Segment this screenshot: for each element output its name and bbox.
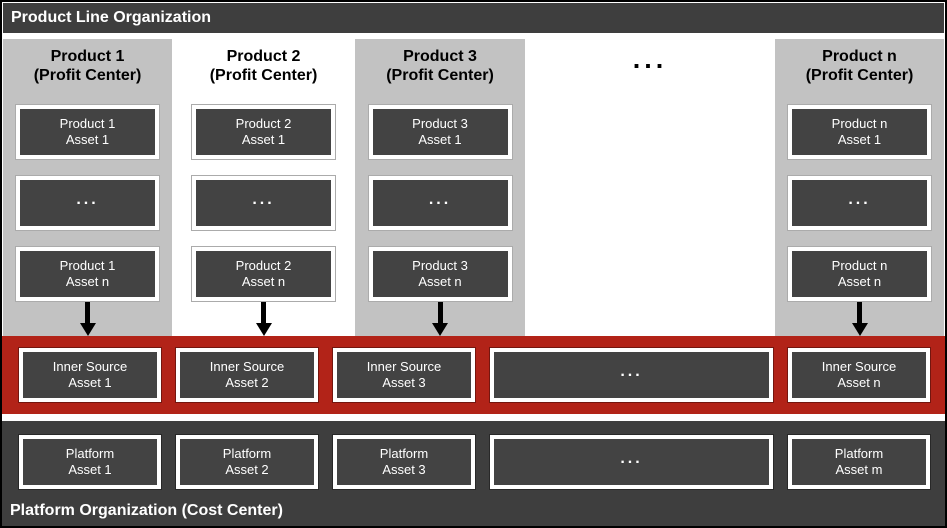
platform-box-line1: Platform	[379, 446, 429, 461]
arrow-head	[432, 323, 448, 336]
arrow-stem	[261, 302, 266, 323]
ellipsis-text: ...	[620, 363, 643, 380]
down-arrow-icon	[79, 302, 96, 336]
asset-box-line2: Asset n	[837, 274, 882, 289]
asset-box: Product 1 Asset n	[15, 246, 160, 302]
asset-box: Product n Asset n	[787, 246, 932, 302]
ellipsis-text: ...	[848, 191, 871, 208]
inner-source-box-line2: Asset 3	[382, 375, 426, 390]
ellipsis-text: ...	[252, 191, 275, 208]
column-title: Product 1 (Profit Center)	[3, 47, 172, 85]
asset-box: Product 2 Asset n	[191, 246, 336, 302]
product-column-2: Product 2 (Profit Center) Product 2 Asse…	[179, 39, 348, 336]
platform-band: Platform Asset 1 Platform Asset 2 Platfo…	[2, 421, 945, 526]
header-bar: Product Line Organization	[3, 3, 944, 33]
asset-box-line2: Asset 1	[837, 132, 882, 147]
inner-source-box: Inner Source Asset 3	[332, 347, 476, 403]
asset-box-line1: Product 2	[235, 116, 292, 131]
platform-box-line2: Asset 3	[382, 462, 426, 477]
inner-source-box-line1: Inner Source	[366, 359, 442, 374]
arrow-stem	[857, 302, 862, 323]
platform-box-line1: Platform	[834, 446, 884, 461]
column-title-line2: (Profit Center)	[33, 67, 142, 84]
down-arrow-icon	[432, 302, 448, 336]
asset-box: Product 3 Asset 1	[367, 104, 513, 160]
inner-source-box-line1: Inner Source	[52, 359, 128, 374]
platform-box: Platform Asset 1	[18, 434, 162, 490]
inner-source-ellipsis-box: ...	[489, 347, 774, 403]
product-column-1: Product 1 (Profit Center) Product 1 Asse…	[3, 39, 172, 336]
product-column-3: Product 3 (Profit Center) Product 3 Asse…	[355, 39, 525, 336]
arrow-stem	[85, 302, 90, 323]
asset-ellipsis-box: ...	[787, 175, 932, 231]
product-columns: Product 1 (Profit Center) Product 1 Asse…	[3, 39, 944, 336]
column-title-line2: (Profit Center)	[805, 67, 914, 84]
ellipsis-text: ...	[620, 450, 643, 467]
asset-ellipsis-box: ...	[191, 175, 336, 231]
asset-box-line1: Product n	[831, 116, 888, 131]
platform-label: Platform Organization (Cost Center)	[10, 502, 283, 519]
column-title: Product 2 (Profit Center)	[179, 47, 348, 85]
inner-source-box: Inner Source Asset 1	[18, 347, 162, 403]
asset-box-line2: Asset 1	[241, 132, 286, 147]
asset-box: Product 1 Asset 1	[15, 104, 160, 160]
header-title: Product Line Organization	[11, 9, 212, 26]
column-title-line1: Product 2	[226, 48, 301, 65]
platform-box-line2: Asset 2	[225, 462, 269, 477]
column-title-line2: (Profit Center)	[386, 67, 494, 84]
asset-ellipsis-box: ...	[367, 175, 513, 231]
inner-source-box-line2: Asset 1	[68, 375, 112, 390]
down-arrow-icon	[255, 302, 272, 336]
asset-box-line1: Product 1	[59, 258, 116, 273]
platform-box-line1: Platform	[65, 446, 115, 461]
column-title-line1: Product n	[822, 48, 897, 65]
inner-source-box: Inner Source Asset 2	[175, 347, 319, 403]
column-title-line1: Product 1	[50, 48, 125, 65]
asset-box-line1: Product 2	[235, 258, 292, 273]
product-column-n: Product n (Profit Center) Product n Asse…	[775, 39, 944, 336]
asset-box-line1: Product 3	[412, 258, 468, 273]
column-title-line2: (Profit Center)	[209, 67, 318, 84]
asset-box-line2: Asset n	[418, 274, 462, 289]
arrow-head	[79, 323, 96, 336]
inner-source-box-line1: Inner Source	[821, 359, 897, 374]
platform-row: Platform Asset 1 Platform Asset 2 Platfo…	[2, 421, 945, 490]
arrow-head	[255, 323, 272, 336]
asset-box-line1: Product n	[831, 258, 888, 273]
asset-box-line2: Asset 1	[418, 132, 462, 147]
inner-source-band: Inner Source Asset 1 Inner Source Asset …	[2, 336, 945, 414]
columns-ellipsis: ...	[532, 39, 768, 336]
column-title: Product 3 (Profit Center)	[355, 47, 525, 85]
ellipsis-text: ...	[428, 191, 452, 208]
platform-box-line1: Platform	[222, 446, 272, 461]
ellipsis-text: ...	[632, 44, 668, 74]
asset-ellipsis-box: ...	[15, 175, 160, 231]
down-arrow-icon	[851, 302, 868, 336]
asset-box-line2: Asset n	[65, 274, 110, 289]
platform-box: Platform Asset 2	[175, 434, 319, 490]
platform-ellipsis-box: ...	[489, 434, 774, 490]
inner-source-box: Inner Source Asset n	[787, 347, 931, 403]
asset-box-line2: Asset n	[241, 274, 286, 289]
column-title-line1: Product 3	[403, 48, 477, 65]
inner-source-box-line2: Asset n	[837, 375, 881, 390]
platform-box-line2: Asset m	[835, 462, 883, 477]
inner-source-box-line2: Asset 2	[225, 375, 269, 390]
asset-box: Product 2 Asset 1	[191, 104, 336, 160]
asset-box-line1: Product 1	[59, 116, 116, 131]
platform-box: Platform Asset 3	[332, 434, 476, 490]
inner-source-box-line1: Inner Source	[209, 359, 285, 374]
arrow-stem	[437, 302, 443, 323]
column-title: Product n (Profit Center)	[775, 47, 944, 85]
platform-box-line2: Asset 1	[68, 462, 112, 477]
asset-box-line1: Product 3	[412, 116, 468, 131]
asset-box-line2: Asset 1	[65, 132, 110, 147]
asset-box: Product n Asset 1	[787, 104, 932, 160]
asset-box: Product 3 Asset n	[367, 246, 513, 302]
arrow-head	[851, 323, 868, 336]
platform-box: Platform Asset m	[787, 434, 931, 490]
ellipsis-text: ...	[76, 191, 99, 208]
